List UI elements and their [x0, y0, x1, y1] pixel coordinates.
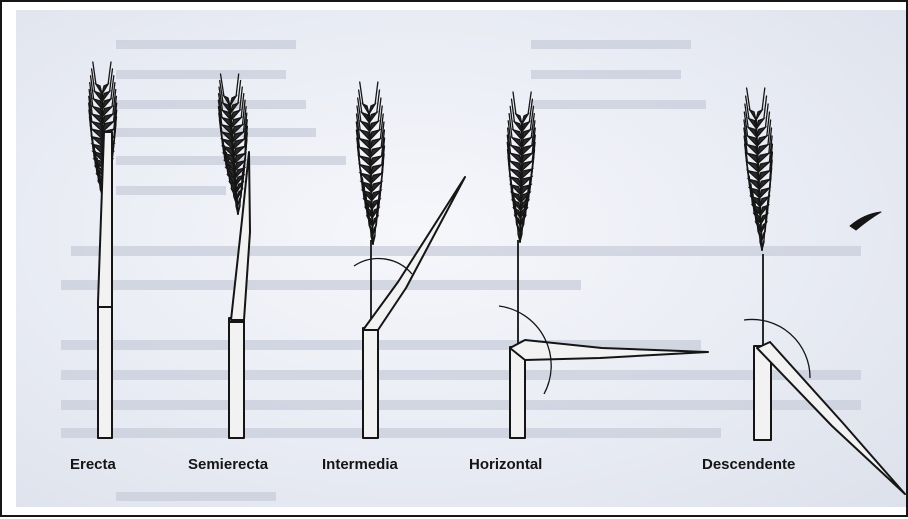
label-semierecta: Semierecta [188, 456, 268, 473]
plant-horizontal [499, 240, 708, 438]
label-intermedia: Intermedia [322, 456, 398, 473]
label-descendente: Descendente [702, 456, 795, 473]
ear-descendente [744, 88, 773, 250]
label-erecta: Erecta [70, 456, 116, 473]
ear-horizontal [507, 92, 535, 242]
plant-descendente [744, 212, 905, 494]
ear-semierecta [218, 74, 247, 214]
label-horizontal: Horizontal [469, 456, 542, 473]
ear-intermedia [356, 82, 384, 244]
